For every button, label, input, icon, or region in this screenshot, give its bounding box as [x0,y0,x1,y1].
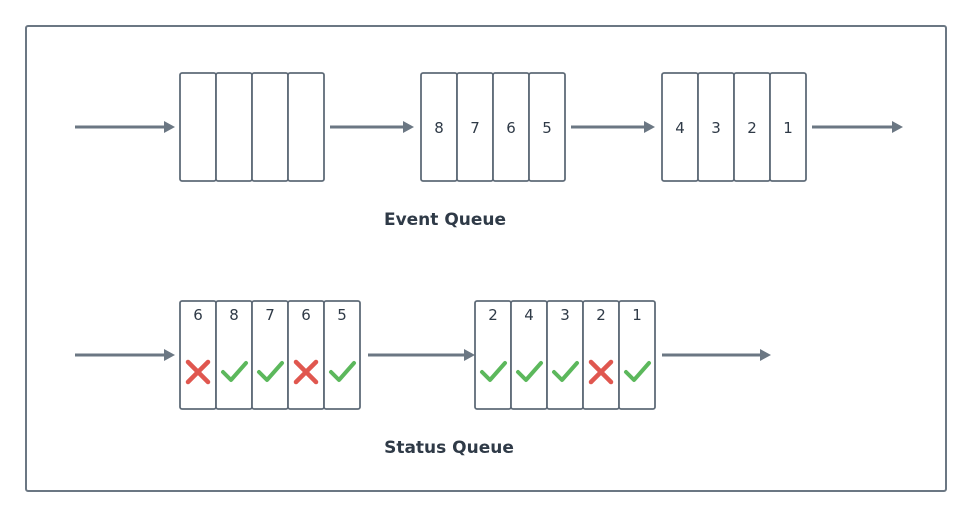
status-cell-value: 5 [337,306,347,324]
status-group: 2 4 3 2 1 [474,300,656,410]
event-arrow-1 [330,121,414,133]
status-cell-value: 1 [632,306,642,324]
event-cell-value: 6 [506,119,516,137]
event-cell-value: 2 [747,119,757,137]
event-cell-value: 7 [470,119,480,137]
event-cell-value: 3 [711,119,721,137]
check-icon [480,361,507,382]
status-input-arrow [75,349,175,361]
event-cell-value: 8 [434,119,444,137]
status-cell-value: 3 [560,306,570,324]
check-icon [624,361,651,382]
cross-icon [293,359,319,385]
status-cell-value: 6 [301,306,311,324]
status-queue: 6 8 7 6 5 2 4 3 2 1 [75,300,771,410]
event-arrow-2 [571,121,655,133]
event-cell-value: 1 [783,119,793,137]
status-output-arrow [662,349,771,361]
check-icon [552,361,579,382]
status-cell [323,300,361,410]
event-input-arrow [75,121,175,133]
status-queue-label: Status Queue [384,438,514,458]
status-group: 6 8 7 6 5 [179,300,361,410]
event-queue: 8 7 6 5 4 3 2 1 [75,72,903,182]
event-cell [251,72,289,182]
check-icon [257,361,284,382]
status-cell [618,300,656,410]
status-cell-value: 2 [596,306,606,324]
status-cell-value: 8 [229,306,239,324]
event-cell [215,72,253,182]
event-group: 8 7 6 5 [420,72,566,182]
cross-icon [588,359,614,385]
status-cell-value: 2 [488,306,498,324]
diagram-frame [25,25,947,492]
event-cell [769,72,807,182]
event-group [179,72,325,182]
check-icon [516,361,543,382]
event-group: 4 3 2 1 [661,72,807,182]
status-arrow-1 [368,349,475,361]
event-cell [287,72,325,182]
cross-icon [185,359,211,385]
event-cell [528,72,566,182]
status-cell-value: 4 [524,306,534,324]
status-cell-value: 6 [193,306,203,324]
event-cell [179,72,217,182]
check-icon [221,361,248,382]
event-cell-value: 5 [542,119,552,137]
event-queue-label: Event Queue [384,210,506,230]
event-cell-value: 4 [675,119,685,137]
check-icon [329,361,356,382]
event-output-arrow [812,121,903,133]
status-cell-value: 7 [265,306,275,324]
